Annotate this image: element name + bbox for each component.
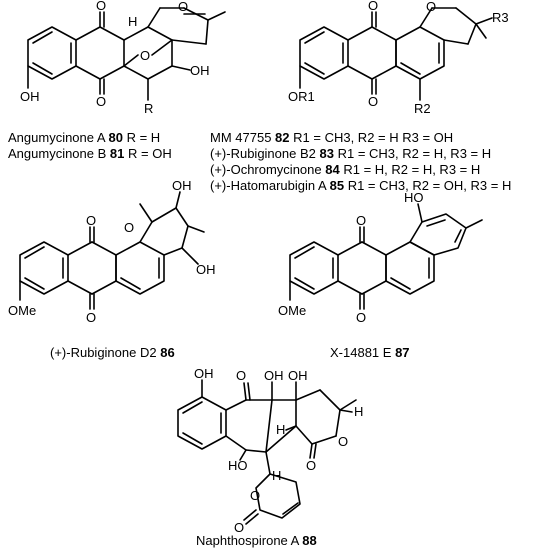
naphthospirone-lactone-carbonyl-o-label: O (306, 458, 316, 473)
rubiginone-quinone-o-top-label: O (86, 213, 96, 228)
angumycinone-h-label: H (128, 14, 137, 29)
naphthospirone-lactone-o-label: O (338, 434, 348, 449)
mm47755-quinone-o-bottom-label: O (368, 94, 378, 109)
rubiginone-quinone-o-bottom-label: O (86, 310, 96, 325)
x14881e-structure: HO O O OMe (278, 190, 483, 325)
naphthospirone-oh-second-label: OH (288, 368, 308, 383)
naphthospirone-h-right-label: H (354, 404, 363, 419)
rubiginone-d2-structure: O O O OH OH OMe (8, 178, 216, 325)
compound-83-caption: (+)-Rubiginone B2 83 R1 = CH3, R2 = H, R… (210, 146, 491, 161)
naphthospirone-pyranone-o-label: O (250, 488, 260, 503)
x14881e-quinone-o-bottom-label: O (356, 310, 366, 325)
compound-85-caption: (+)-Hatomarubigin A 85 R1 = CH3, R2 = OH… (210, 178, 511, 193)
mm47755-structure: O O O R3 OR1 R2 (288, 0, 509, 116)
rubiginone-ome-label: OMe (8, 303, 36, 318)
angumycinone-oh-bottom-label: OH (20, 89, 40, 104)
angumycinone-oh-right-label: OH (190, 63, 210, 78)
rubiginone-oh-top-label: OH (172, 178, 192, 193)
compound-86-caption: (+)-Rubiginone D2 86 (50, 345, 175, 360)
naphthospirone-ho-label: HO (228, 458, 248, 473)
naphthospirone-h-mid-label: H (276, 422, 285, 437)
angumycinone-r-label: R (144, 101, 153, 116)
angumycinone-structure: O O O O H OH OH R (20, 0, 226, 116)
angumycinone-epoxide-o-label: O (140, 48, 150, 63)
mm47755-ketone-o-label: O (426, 0, 436, 14)
rubiginone-ketone-o-label: O (124, 220, 134, 235)
naphthospirone-h-lower-label: H (272, 468, 281, 483)
compound-80-caption: Angumycinone A 80 R = H (8, 130, 160, 145)
x14881e-ome-label: OMe (278, 303, 306, 318)
compound-88-caption: Naphthospirone A 88 (196, 533, 317, 548)
angumycinone-quinone-o-bottom-label: O (96, 94, 106, 109)
naphthospirone-oh-phenol-label: OH (194, 366, 214, 381)
angumycinone-carbonyl-o-label: O (178, 0, 188, 14)
compound-82-caption: MM 47755 82 R1 = CH3, R2 = H R3 = OH (210, 130, 453, 145)
mm47755-r2-label: R2 (414, 101, 431, 116)
naphthospirone-ketone-o-label: O (236, 368, 246, 383)
mm47755-or1-label: OR1 (288, 89, 315, 104)
compound-84-caption: (+)-Ochromycinone 84 R1 = H, R2 = H, R3 … (210, 162, 480, 177)
naphthospirone-oh-top-label: OH (264, 368, 284, 383)
naphthospirone-structure: OH O OH OH H H O O HO H O O (177, 366, 363, 535)
mm47755-r3-label: R3 (492, 10, 509, 25)
naphthospirone-pyranone-carbonyl-o-label: O (234, 520, 244, 535)
x14881e-ho-label: HO (404, 190, 424, 205)
angumycinone-quinone-o-top-label: O (96, 0, 106, 13)
rubiginone-oh-right-label: OH (196, 262, 216, 277)
compound-87-caption: X-14881 E 87 (330, 345, 410, 360)
x14881e-quinone-o-top-label: O (356, 213, 366, 228)
mm47755-quinone-o-top-label: O (368, 0, 378, 13)
compound-81-caption: Angumycinone B 81 R = OH (8, 146, 172, 161)
